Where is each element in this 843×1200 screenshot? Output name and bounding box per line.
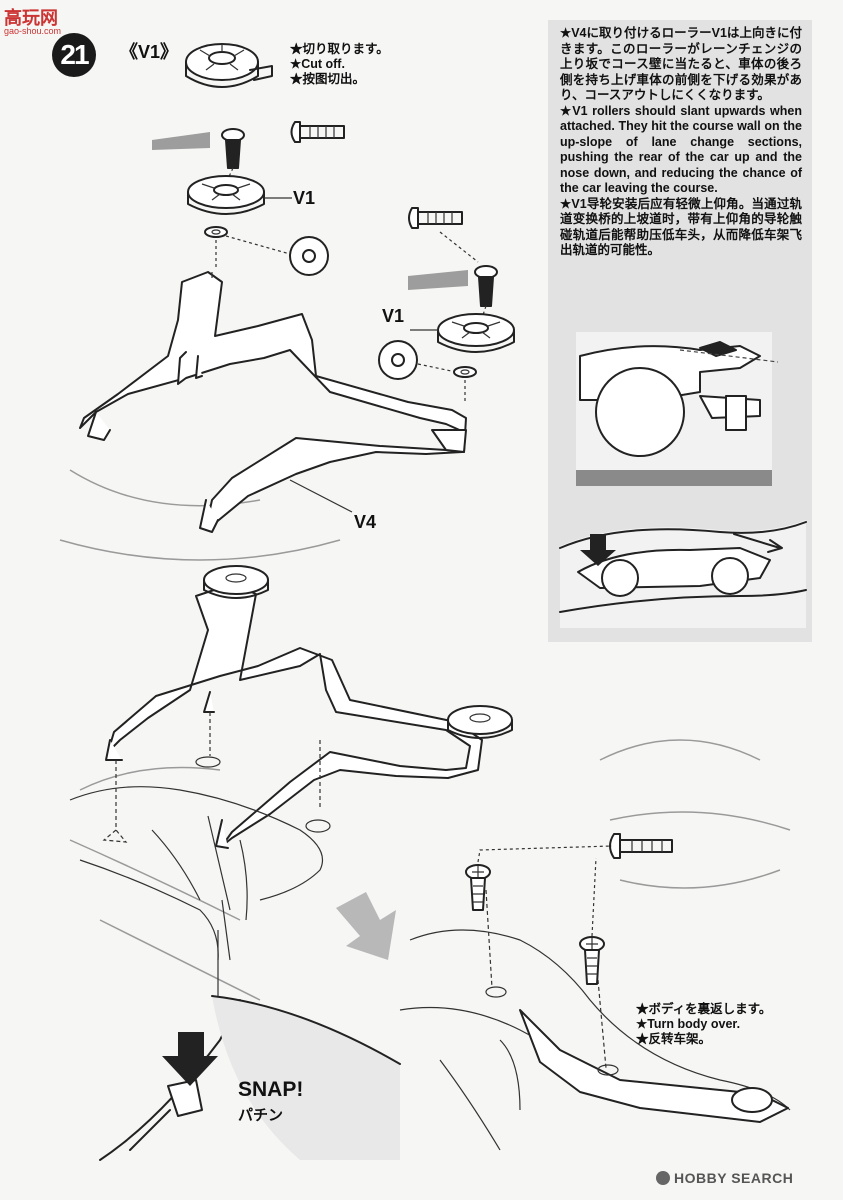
part-label-v4: V4: [354, 512, 377, 532]
info-text-zh: ★V1导轮安装后应有轻微上仰角。当通过轨道变换桥的上坡道时，带有上仰角的导轮触碰…: [560, 196, 802, 258]
v1-roller-on-sprue-icon: [185, 43, 273, 88]
background-ghost-lines: [59, 469, 791, 1001]
v1-roller-right-icon: [410, 313, 515, 353]
brand-logo-icon: [656, 1171, 670, 1185]
cut-note-zh: ★按图切出。: [290, 72, 366, 86]
footer-brand: HOBBY SEARCH: [656, 1170, 793, 1186]
cut-note-ja: ★切り取ります。: [290, 42, 389, 56]
screw-flipped-right-icon: [579, 936, 605, 985]
v4-stay-upper-icon: [79, 271, 467, 533]
cut-note-en: ★Cut off.: [290, 57, 345, 71]
screw-right-icon: [408, 265, 498, 319]
part-label-v1-right: V1: [382, 306, 405, 326]
direction-arrow-icon: [336, 892, 396, 960]
car-side-view-icon: [576, 332, 779, 486]
turn-note-zh: ★反转车架。: [636, 1032, 712, 1046]
v4-stay-assembled-icon: [102, 565, 513, 849]
screw-flipped-side-icon: [477, 833, 673, 937]
snap-inset-icon: [99, 930, 401, 1161]
screw-left-icon: [152, 128, 245, 197]
info-text: ★V4に取り付けるローラーV1は上向きに付きます。このローラーがレーンチェンジの…: [560, 26, 802, 259]
flipped-chassis-icon: [399, 889, 791, 1151]
screw-flipped-left-icon: [465, 864, 491, 911]
snap-label-ja: パチン: [238, 1107, 284, 1124]
step-number-badge: 21: [52, 33, 96, 77]
part-label-v1-left: V1: [293, 188, 316, 208]
v1-roller-left-icon: [187, 175, 292, 215]
washer-right-icon: [378, 340, 477, 404]
turn-note-ja: ★ボディを裏返します。: [636, 1002, 772, 1016]
screw-right-side-icon: [408, 207, 479, 263]
footer-brand-text: HOBBY SEARCH: [674, 1170, 794, 1186]
snap-label: SNAP!: [238, 1078, 304, 1101]
chassis-body-icon: [69, 786, 324, 961]
watermark-url: gao-shou.com: [4, 26, 62, 36]
info-text-en: ★V1 rollers should slant upwards when at…: [560, 103, 802, 196]
subpart-label: 《V1》: [120, 42, 179, 62]
cut-note: ★切り取ります。 ★Cut off. ★按图切出。: [290, 42, 389, 87]
turn-note-en: ★Turn body over.: [636, 1017, 741, 1031]
washer-left-icon: [204, 226, 329, 276]
info-text-ja: ★V4に取り付けるローラーV1は上向きに付きます。このローラーがレーンチェンジの…: [560, 26, 802, 102]
car-on-slope-icon: [559, 520, 807, 628]
turn-body-note: ★ボディを裏返します。 ★Turn body over. ★反转车架。: [636, 1002, 771, 1047]
watermark-logo: 高玩网: [4, 8, 58, 28]
screw-side-icon: [290, 121, 345, 143]
